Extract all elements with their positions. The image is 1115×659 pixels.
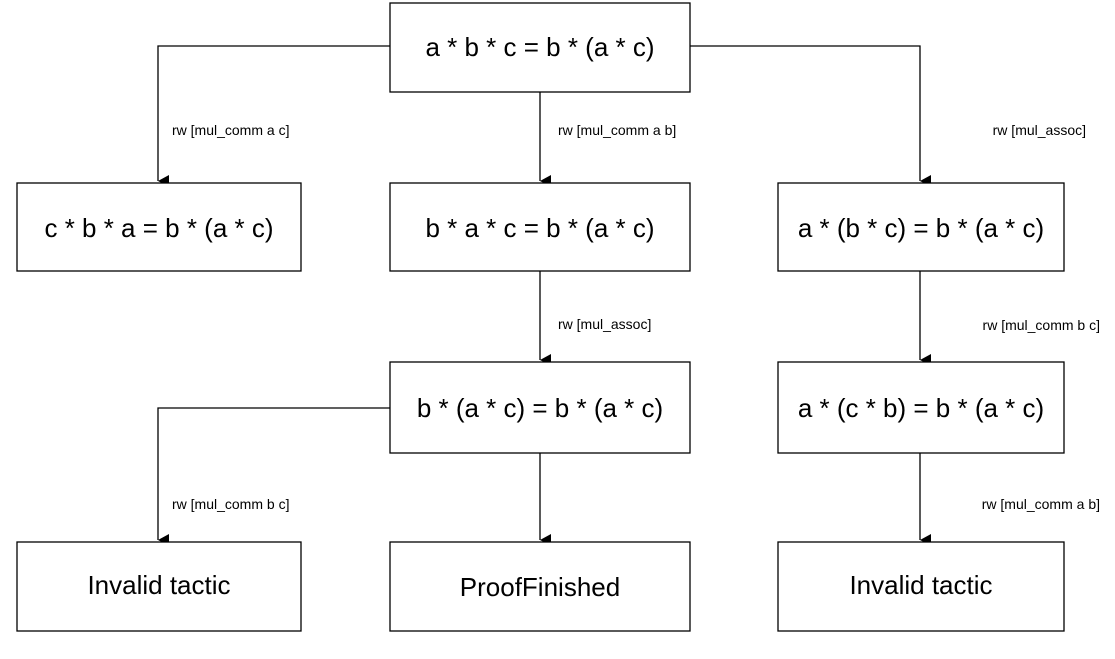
node-proof-finished-label: ProofFinished bbox=[460, 572, 620, 602]
node-middle-assoc: b * (a * c) = b * (a * c) bbox=[389, 361, 691, 454]
node-right-comm: a * (c * b) = b * (a * c) bbox=[777, 361, 1065, 454]
node-invalid-right-box bbox=[777, 541, 1065, 632]
node-middle-box bbox=[389, 182, 691, 272]
edge-assoc-to-invalid bbox=[157, 407, 390, 546]
node-right-box bbox=[777, 182, 1065, 272]
node-left-box bbox=[16, 182, 302, 272]
node-right-comm-label: a * (c * b) = b * (a * c) bbox=[798, 393, 1044, 423]
node-root: a * b * c = b * (a * c) bbox=[389, 2, 691, 93]
edge-label-root-to-middle: rw [mul_comm a b] bbox=[558, 122, 676, 138]
node-middle: b * a * c = b * (a * c) bbox=[389, 182, 691, 272]
edges bbox=[157, 45, 931, 546]
node-root-box bbox=[389, 2, 691, 93]
nodes: a * b * c = b * (a * c) c * b * a = b * … bbox=[16, 2, 1065, 632]
node-proof-finished-box bbox=[389, 541, 691, 632]
edge-label-assoc-to-invalid: rw [mul_comm b c] bbox=[172, 496, 289, 512]
edge-label-root-to-right: rw [mul_assoc] bbox=[993, 122, 1086, 138]
node-left: c * b * a = b * (a * c) bbox=[16, 182, 302, 272]
node-middle-label: b * a * c = b * (a * c) bbox=[425, 213, 654, 243]
node-right: a * (b * c) = b * (a * c) bbox=[777, 182, 1065, 272]
node-middle-assoc-box bbox=[389, 361, 691, 454]
edge-label-middle-to-assoc: rw [mul_assoc] bbox=[558, 316, 651, 332]
node-right-comm-box bbox=[777, 361, 1065, 454]
node-proof-finished: ProofFinished bbox=[389, 541, 691, 632]
node-left-label: c * b * a = b * (a * c) bbox=[44, 213, 273, 243]
edge-labels: rw [mul_comm a c] rw [mul_comm a b] rw [… bbox=[172, 122, 1100, 512]
node-root-label: a * b * c = b * (a * c) bbox=[425, 32, 654, 62]
node-invalid-right: Invalid tactic bbox=[777, 541, 1065, 632]
edge-root-to-right bbox=[690, 45, 931, 187]
edge-label-comm-to-invalid: rw [mul_comm a b] bbox=[982, 496, 1100, 512]
node-middle-assoc-label: b * (a * c) = b * (a * c) bbox=[417, 393, 663, 423]
node-invalid-left-label: Invalid tactic bbox=[87, 570, 230, 600]
edge-label-root-to-left: rw [mul_comm a c] bbox=[172, 122, 289, 138]
edge-root-to-left bbox=[157, 45, 390, 187]
node-invalid-left: Invalid tactic bbox=[16, 541, 302, 632]
node-invalid-right-label: Invalid tactic bbox=[849, 570, 992, 600]
edge-label-right-to-comm: rw [mul_comm b c] bbox=[983, 317, 1100, 333]
node-invalid-left-box bbox=[16, 541, 302, 632]
node-right-label: a * (b * c) = b * (a * c) bbox=[798, 213, 1044, 243]
